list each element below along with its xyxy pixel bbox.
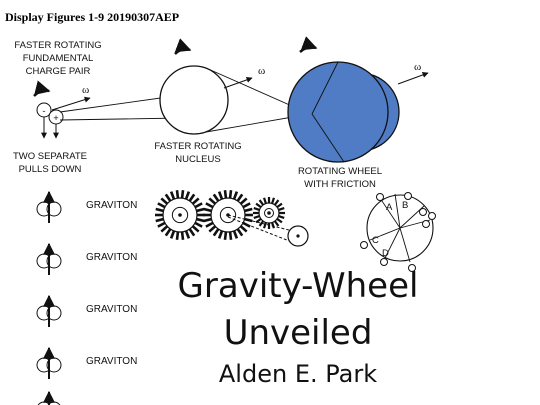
omega-label-charge: ω [82, 84, 89, 96]
gear-small-right [253, 197, 285, 229]
omega-label-nucleus: ω [258, 65, 265, 77]
title-line1: Gravity-Wheel [178, 266, 419, 306]
belt-upper [227, 214, 298, 233]
graviton-label: GRAVITON [86, 304, 137, 315]
wheel-letter-a: A [386, 202, 393, 213]
wheel-spoke-lower [311, 113, 345, 163]
wheel-label-line1: ROTATING WHEEL [298, 166, 382, 177]
nucleus-label-line2: NUCLEUS [175, 154, 220, 165]
charge-pair-label-line2: FUNDAMENTAL [23, 53, 94, 64]
title-line2: Unveiled [224, 313, 373, 353]
pulls-down-label-line2: PULLS DOWN [19, 164, 82, 175]
wheel-letter-d: D [382, 248, 389, 259]
nucleus-circle [159, 65, 229, 135]
graviton-row: GRAVITON [36, 190, 137, 223]
gear-large-left [155, 190, 205, 240]
graviton-label: GRAVITON [86, 200, 137, 211]
wheel-rotation-arrow-icon [299, 36, 318, 53]
charge-pair-label-line1: FASTER ROTATING [14, 40, 101, 51]
omega-label-wheel: ω [414, 61, 421, 73]
pulley-hub [296, 234, 300, 238]
belt-lower [227, 216, 298, 245]
overbalanced-wheel: A B C D [360, 192, 436, 272]
wheel-letter-c: C [372, 235, 379, 246]
sight-line-lower [59, 117, 183, 121]
charge-pair-label-line3: CHARGE PAIR [26, 66, 91, 77]
nucleus-rotation-arrow-icon [174, 38, 192, 55]
wheel-spoke-upper [311, 61, 339, 115]
wheel-letter-b: B [402, 200, 408, 211]
graviton-label: GRAVITON [86, 356, 137, 367]
plus-sign: + [53, 113, 59, 124]
graviton-row: GRAVITON [36, 294, 137, 327]
author-name: Alden E. Park [219, 360, 377, 388]
graviton-row [37, 390, 61, 405]
graviton-row: GRAVITON [36, 242, 137, 275]
pulls-down-label-line1: TWO SEPARATE [13, 151, 87, 162]
minus-sign: - [42, 106, 45, 117]
graviton-row: GRAVITON [36, 346, 137, 379]
omega-vector-arrow [51, 96, 91, 111]
graviton-label: GRAVITON [86, 252, 137, 263]
graviton-column: GRAVITON GRAVITON GRAVITON GRAVITON [36, 190, 137, 405]
omega-vector-wheel [397, 72, 429, 85]
wheel-front-disc [287, 61, 389, 163]
omega-vector-nucleus [223, 76, 253, 89]
nucleus-label-line1: FASTER ROTATING [154, 141, 241, 152]
rotation-arrow-icon [33, 80, 51, 97]
wheel-label-line2: WITH FRICTION [304, 179, 376, 190]
figure-header: Display Figures 1-9 20190307AEP [5, 10, 180, 24]
